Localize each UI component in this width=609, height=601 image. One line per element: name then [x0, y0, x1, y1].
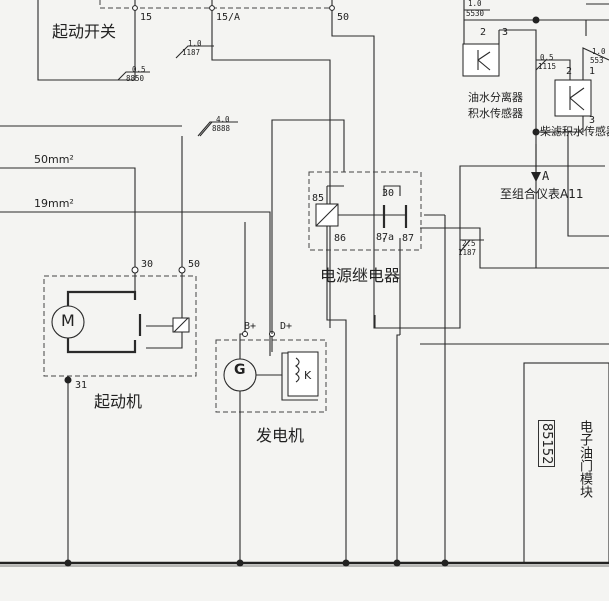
terminal-sw-50: 50: [337, 12, 350, 23]
terminal-relay-85: 85: [312, 193, 325, 204]
wire-tag-hooks: [117, 9, 562, 253]
starter-label: 起动机: [94, 392, 143, 411]
terminal-relay-87: 87: [402, 233, 415, 244]
generator-symbol: G: [234, 362, 246, 378]
sensors: [462, 0, 609, 269]
wire-tag-gauge: 0.5: [540, 53, 554, 62]
power-relay-label: 电源继电器: [320, 266, 401, 285]
terminal-starter-30: 30: [141, 259, 154, 270]
motor-symbol: M: [61, 311, 75, 330]
wire-tag-gauge: 1.0: [188, 39, 202, 48]
mid-wiring: [420, 227, 609, 564]
separator-label-2: 积水传感器: [468, 107, 523, 120]
terminal-sw-15a: 15/A: [216, 12, 241, 23]
ecu-code: 85152: [538, 420, 555, 468]
wire-tag-code: 8888: [212, 124, 231, 133]
arrow-a-label: A: [542, 169, 550, 183]
terminal-sep-2: 2: [480, 27, 487, 38]
wire-tag-gauge: 4.0: [216, 115, 230, 124]
regulator-symbol: K: [304, 369, 312, 382]
wire-tag-code: 8850: [126, 74, 145, 83]
terminal-sep-3: 3: [502, 27, 509, 38]
terminal-starter-31: 31: [75, 380, 88, 391]
wire-tag-code: 5530: [466, 9, 485, 18]
terminal-alt-dplus: D+: [280, 321, 293, 332]
terminal-filt-1: 1: [589, 66, 596, 77]
wire-tag-code: 1115: [538, 62, 557, 71]
wire-tag-gauge: 2.5: [462, 239, 476, 248]
terminal-relay-86: 86: [334, 233, 347, 244]
cable-size-50: 50mm²: [34, 153, 74, 166]
to-instrument-label: 至组合仪表A11: [500, 187, 584, 201]
alternator-label: 发电机: [256, 426, 305, 445]
ecu-name: 电子油门模块: [577, 420, 592, 498]
ground-bus: [0, 559, 609, 567]
terminal-starter-50: 50: [188, 259, 201, 270]
terminal-filt-2: 2: [566, 66, 573, 77]
cable-size-19: 19mm²: [34, 197, 74, 210]
filter-sensor-label: 柴滤积水传感器: [540, 125, 609, 138]
wire-tag-code: 1187: [182, 48, 201, 57]
separator-label-1: 油水分离器: [468, 91, 523, 104]
alternator: [215, 119, 345, 563]
start-switch-box: [37, 0, 605, 329]
wire-tag-gauge: 1.0: [592, 47, 606, 56]
wire-tag-gauge: 0.5: [132, 65, 146, 74]
starter-motor: [43, 266, 197, 563]
start-switch-label: 起动开关: [52, 22, 117, 41]
terminal-filt-3: 3: [589, 115, 596, 126]
wire-tag-gauge: 1.0: [468, 0, 482, 8]
terminal-relay-30: 30: [382, 188, 395, 199]
terminal-alt-bplus: B+: [244, 321, 257, 332]
terminal-relay-87a: 87a: [376, 232, 395, 243]
wire-tag-code: 1187: [458, 248, 477, 257]
terminal-sw-15: 15: [140, 12, 153, 23]
power-relay: [308, 171, 446, 563]
wire-tag-code: 553: [590, 56, 604, 65]
